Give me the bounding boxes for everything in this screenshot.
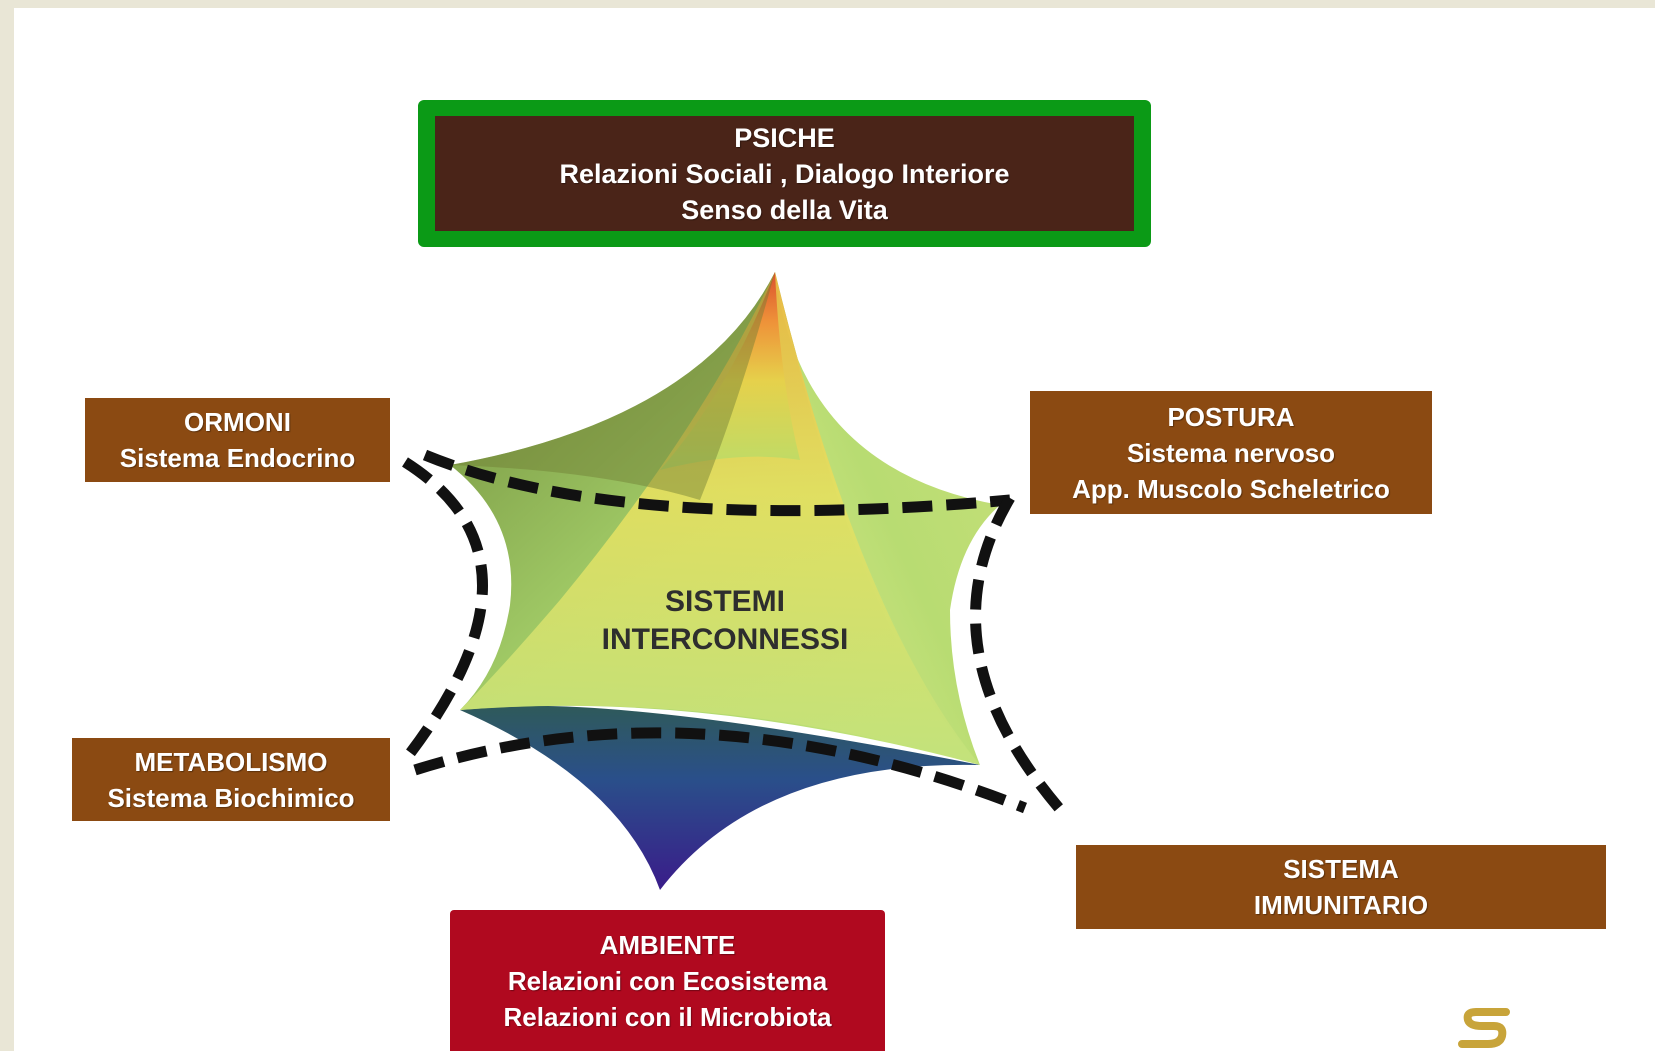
postura-line-2: App. Muscolo Scheletrico: [1072, 473, 1390, 504]
logo-icon: [1458, 1008, 1510, 1048]
psiche-box: PSICHE Relazioni Sociali , Dialogo Inter…: [418, 100, 1151, 247]
psiche-line-2: Senso della Vita: [681, 194, 888, 225]
center-label: SISTEMI INTERCONNESSI: [575, 583, 875, 659]
ambiente-box: AMBIENTE Relazioni con Ecosistema Relazi…: [450, 910, 885, 1051]
surface-right-lobe: [775, 272, 1000, 765]
postura-box: POSTURA Sistema nervoso App. Muscolo Sch…: [1030, 391, 1432, 514]
ambiente-title: AMBIENTE: [599, 929, 736, 960]
center-label-line-2: INTERCONNESSI: [601, 623, 849, 656]
immunitario-box: SISTEMA IMMUNITARIO: [1076, 845, 1606, 929]
metabolismo-line-1: Sistema Biochimico: [107, 782, 355, 813]
dashed-curve-top: [422, 449, 1011, 517]
dashed-curve-left: [400, 457, 488, 764]
immunitario-line-1: SISTEMA: [1283, 854, 1399, 884]
surface-front-face: [460, 272, 980, 765]
metabolismo-title: METABOLISMO: [134, 746, 328, 777]
postura-line-1: Sistema nervoso: [1126, 437, 1336, 468]
psiche-title: PSICHE: [734, 122, 835, 153]
metabolismo-box: METABOLISMO Sistema Biochimico: [72, 738, 390, 821]
psiche-box-inner: PSICHE Relazioni Sociali , Dialogo Inter…: [435, 116, 1134, 231]
dashed-curve-right: [970, 495, 1070, 819]
surface-top-glow: [660, 272, 800, 470]
ambiente-line-2: Relazioni con il Microbiota: [503, 1001, 832, 1032]
ormoni-line-1: Sistema Endocrino: [119, 443, 356, 473]
postura-title: POSTURA: [1167, 401, 1295, 432]
ormoni-box: ORMONI Sistema Endocrino: [85, 398, 390, 482]
ambiente-line-1: Relazioni con Ecosistema: [507, 965, 828, 996]
psiche-line-1: Relazioni Sociali , Dialogo Interiore: [559, 158, 1010, 189]
center-label-line-1: SISTEMI: [664, 585, 785, 618]
surface-edge-shade: [450, 272, 775, 500]
immunitario-line-2: IMMUNITARIO: [1253, 890, 1429, 920]
surface-bottom-lobe: [460, 705, 980, 890]
ormoni-title: ORMONI: [184, 407, 291, 437]
